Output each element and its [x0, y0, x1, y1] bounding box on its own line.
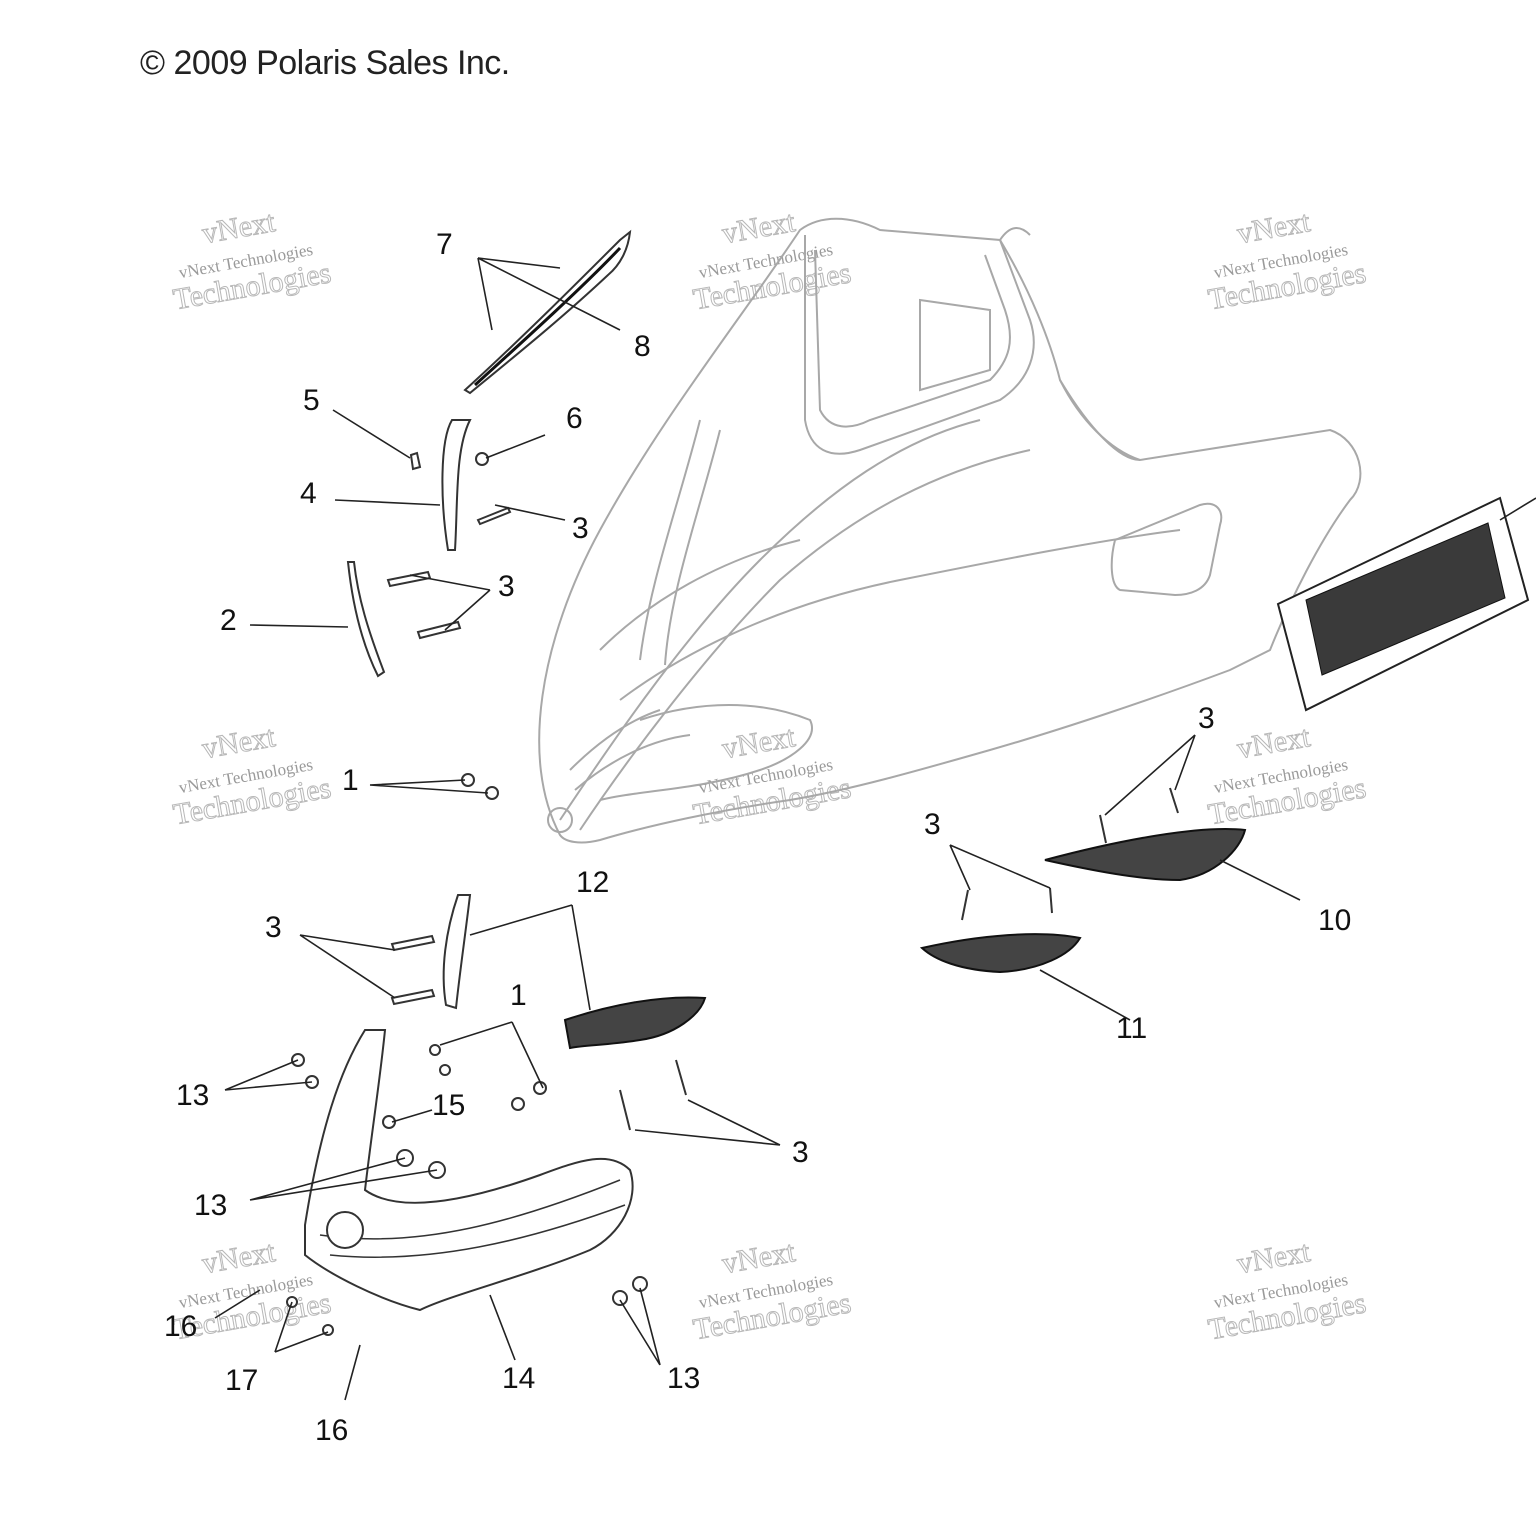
callout-3: 3 [924, 808, 941, 841]
callout-3: 3 [792, 1136, 809, 1169]
copyright-notice: © 2009 Polaris Sales Inc. [140, 44, 510, 82]
decal-sheet [1276, 496, 1536, 712]
callout-1: 1 [342, 764, 359, 797]
callout-11: 11 [1116, 1012, 1147, 1045]
callout-16: 16 [315, 1414, 348, 1447]
callout-17: 17 [225, 1364, 258, 1397]
watermark-text: vNext [1235, 205, 1314, 250]
callout-5: 5 [303, 384, 320, 417]
watermark-text: vNext [1235, 720, 1314, 765]
side-trim-2 [346, 561, 462, 678]
vent-12 [390, 894, 707, 1050]
callout-10: 10 [1318, 904, 1351, 937]
callout-14: 14 [502, 1362, 535, 1395]
watermark-text: vNext [200, 1235, 279, 1280]
side-trim-4 [409, 419, 512, 551]
leader-lines [214, 257, 1301, 1401]
hood-outline [538, 217, 1362, 844]
vent-10 [1044, 787, 1247, 882]
watermark-text: vNext [720, 205, 799, 250]
vent-11 [919, 887, 1082, 974]
push-pins [461, 773, 499, 800]
callout-6: 6 [566, 402, 583, 435]
watermark-text: vNext [720, 1235, 799, 1280]
callout-13: 13 [667, 1362, 700, 1395]
callout-13: 13 [176, 1079, 209, 1112]
watermark-text: vNext [1235, 1235, 1314, 1280]
watermark-text: vNext [200, 205, 279, 250]
bumper-14 [286, 1029, 687, 1336]
callout-7: 7 [436, 228, 453, 261]
callout-8: 8 [634, 330, 651, 363]
callout-2: 2 [220, 604, 237, 637]
callout-3: 3 [265, 911, 282, 944]
callout-4: 4 [300, 477, 317, 510]
callout-3: 3 [572, 512, 589, 545]
callout-12: 12 [576, 866, 609, 899]
callout-labels: 7 8 5 6 4 3 3 2 1 3 3 10 11 12 3 1 13 15… [164, 228, 1351, 1447]
callout-1: 1 [510, 979, 527, 1012]
windshield-trim [463, 229, 632, 395]
callout-3: 3 [498, 570, 515, 603]
callout-3: 3 [1198, 702, 1215, 735]
watermark-text: vNext [200, 720, 279, 765]
callout-15: 15 [432, 1089, 465, 1122]
callout-13: 13 [194, 1189, 227, 1222]
callout-16: 16 [164, 1310, 197, 1343]
